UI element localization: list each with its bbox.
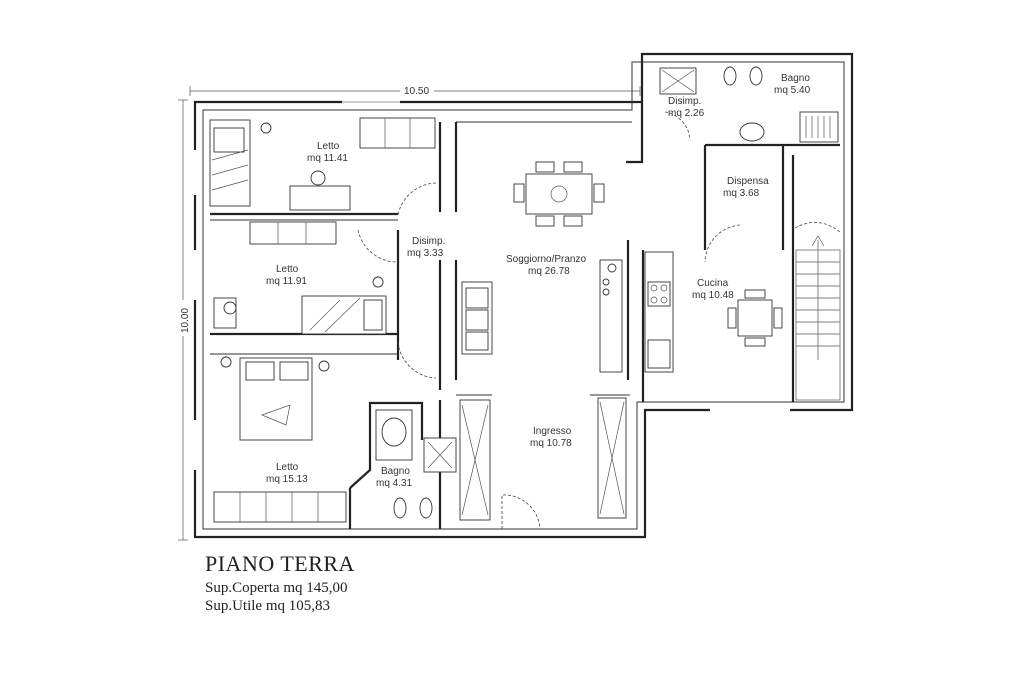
room-letto-2-area: mq 11.91 <box>266 276 307 287</box>
room-ingresso-area: mq 10.78 <box>530 438 572 449</box>
surface-utile: Sup.Utile mq 105,83 <box>205 598 331 614</box>
dimension-height: 10.00 <box>176 99 191 541</box>
room-cucina-area: mq 10.48 <box>692 290 734 301</box>
furniture <box>209 66 839 523</box>
room-disimp-1-name: Disimp. <box>412 236 445 247</box>
room-bagno-2-name: Bagno <box>781 73 810 84</box>
plan-title: PIANO TERRA <box>205 551 355 576</box>
room-disimp-2-name: Disimp. <box>668 96 701 107</box>
room-letto-2-name: Letto <box>276 264 299 275</box>
room-letto-3-name: Letto <box>276 462 299 473</box>
room-soggiorno-area: mq 26.78 <box>528 266 570 277</box>
room-labels: Letto mq 11.41 Letto mq 11.91 Letto mq 1… <box>266 73 811 489</box>
dimension-width-label: 10.50 <box>404 86 429 97</box>
staircase <box>794 222 841 401</box>
interior-walls <box>210 102 840 529</box>
room-bagno-2-area: mq 5.40 <box>774 85 811 96</box>
room-letto-1-area: mq 11.41 <box>307 153 348 164</box>
outer-walls <box>193 52 854 539</box>
room-dispensa-name: Dispensa <box>727 176 769 187</box>
room-ingresso-name: Ingresso <box>533 426 572 437</box>
dimension-width: 10.50 <box>189 84 641 97</box>
room-letto-3-area: mq 15.13 <box>266 474 308 485</box>
doors <box>357 111 741 530</box>
room-bagno-1-name: Bagno <box>381 466 410 477</box>
room-disimp-2-area: mq 2.26 <box>668 108 705 119</box>
room-soggiorno-name: Soggiorno/Pranzo <box>506 254 586 265</box>
room-bagno-1-area: mq 4.31 <box>376 478 413 489</box>
room-disimp-1-area: mq 3.33 <box>407 248 444 259</box>
room-cucina-name: Cucina <box>697 278 729 289</box>
surface-coperta: Sup.Coperta mq 145,00 <box>205 580 348 596</box>
room-letto-1-name: Letto <box>317 141 340 152</box>
dimension-height-label: 10.00 <box>180 308 191 333</box>
room-dispensa-area: mq 3.68 <box>723 188 760 199</box>
